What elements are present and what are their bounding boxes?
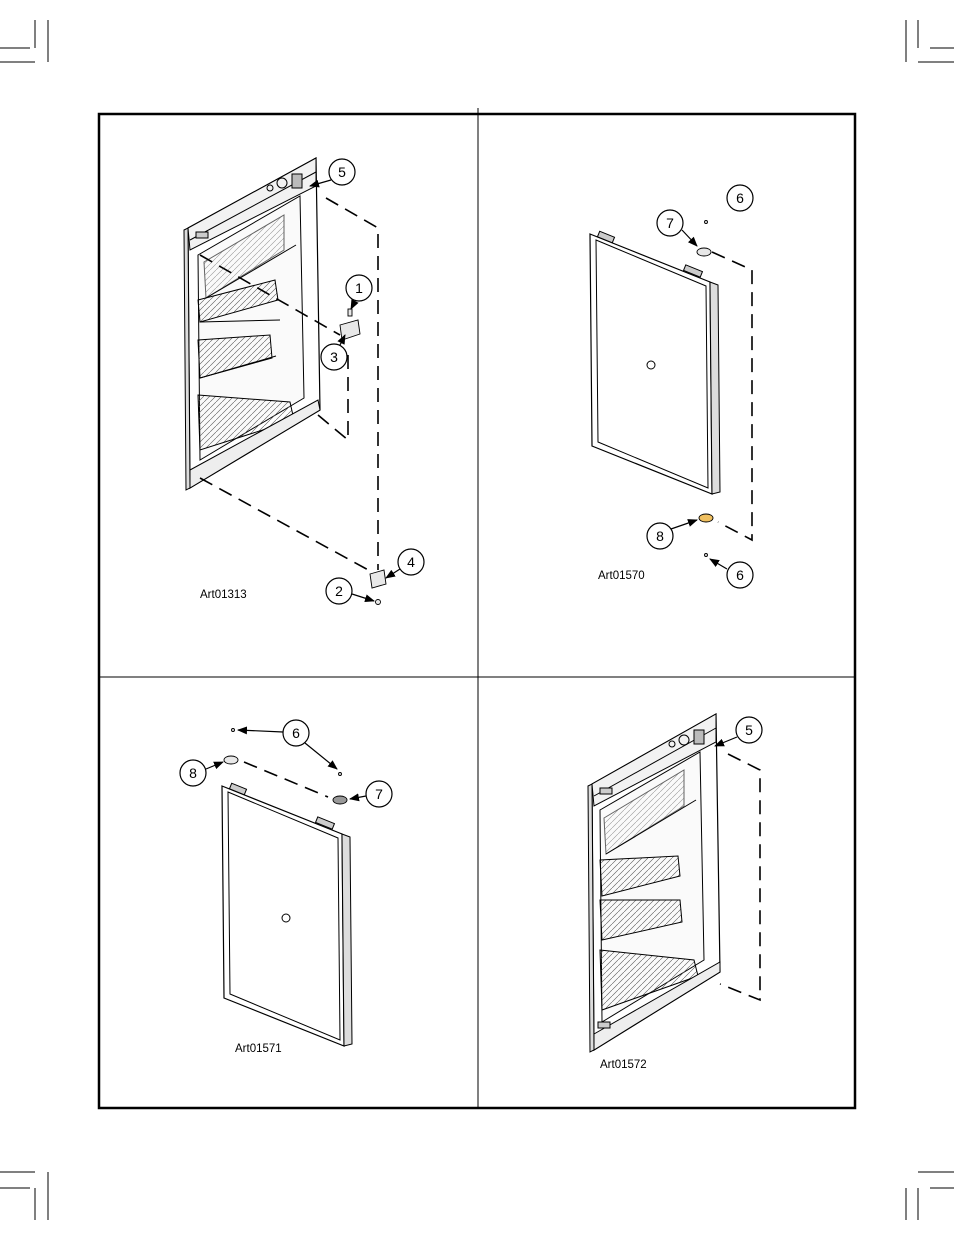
door-drawing: [589, 230, 721, 495]
svg-text:3: 3: [330, 349, 338, 365]
panel-top-left: 5 1 3 4 2 Art01313: [183, 156, 425, 605]
svg-text:7: 7: [375, 786, 383, 802]
callout-8: 8: [646, 519, 698, 550]
hinge-parts: [223, 728, 348, 805]
art-id-label: Art01571: [235, 1043, 282, 1055]
leader-lines: [711, 251, 753, 542]
svg-text:6: 6: [736, 190, 744, 206]
svg-text:5: 5: [745, 722, 753, 738]
callout-2: 2: [325, 577, 375, 605]
svg-text:8: 8: [656, 528, 664, 544]
callout-8: 8: [179, 759, 224, 787]
callout-7: 7: [349, 780, 393, 808]
callout-3: 3: [320, 334, 348, 371]
callout-6: 6: [237, 719, 338, 770]
svg-text:2: 2: [335, 583, 343, 599]
art-id-label: Art01313: [200, 589, 247, 601]
svg-text:6: 6: [736, 567, 744, 583]
callout-1: 1: [345, 274, 373, 310]
panel-bottom-right: 5 Art01572: [587, 712, 763, 1071]
refrigerator-drawing: [587, 712, 721, 1053]
art-id-label: Art01572: [600, 1059, 647, 1071]
svg-text:6: 6: [292, 725, 300, 741]
svg-text:7: 7: [666, 215, 674, 231]
panel-top-right: 6 7 8 6 Art01570: [589, 184, 754, 589]
leader-lines: [719, 753, 761, 1002]
svg-text:4: 4: [407, 554, 415, 570]
panel-bottom-left: 6 8 7 Art01571: [179, 719, 393, 1055]
svg-text:5: 5: [338, 164, 346, 180]
svg-text:1: 1: [355, 280, 363, 296]
leader-lines: [199, 197, 379, 573]
hinge-parts: [696, 220, 714, 557]
callout-7: 7: [656, 209, 698, 247]
art-id-label: Art01570: [598, 570, 645, 582]
refrigerator-drawing: [183, 156, 321, 491]
callout-5: 5: [714, 716, 763, 747]
svg-text:8: 8: [189, 765, 197, 781]
crop-marks: [0, 20, 954, 1220]
door-drawing: [221, 782, 353, 1047]
figure-frame: [97, 108, 857, 1110]
leader-lines: [243, 761, 329, 798]
callout-5: 5: [309, 158, 356, 188]
callout-4: 4: [385, 548, 425, 579]
callout-6-top: 6: [726, 184, 754, 212]
callout-6-bottom: 6: [709, 558, 754, 589]
